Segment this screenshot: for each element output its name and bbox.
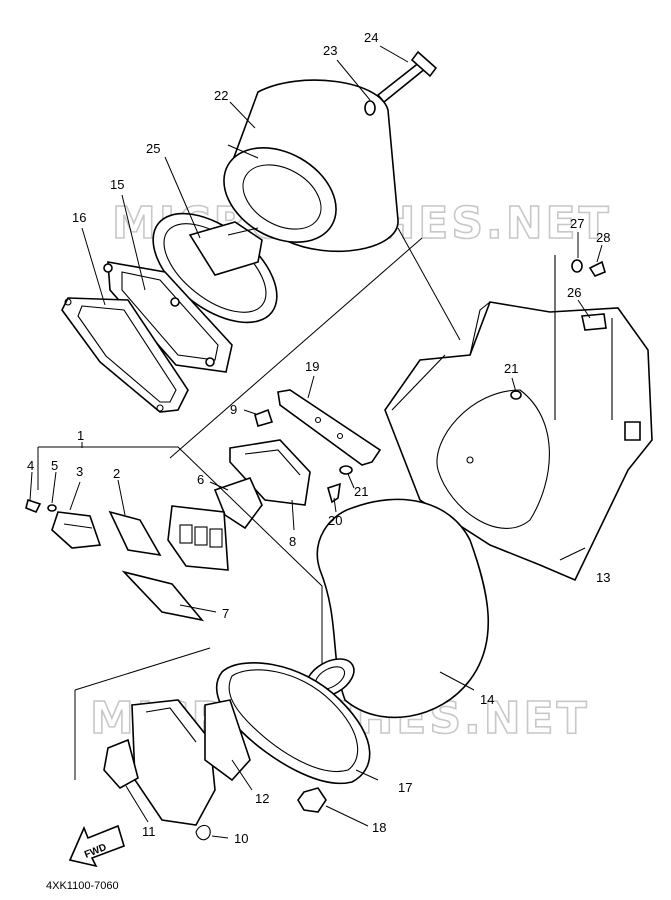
part-clip-20 xyxy=(327,482,341,504)
part-reed-valve xyxy=(25,498,229,622)
callout-16: 16 xyxy=(72,210,86,225)
part-bolt-9 xyxy=(254,408,274,427)
diagram-code: 4XK1100-7060 xyxy=(46,880,119,892)
callout-19: 19 xyxy=(305,359,319,374)
callout-18: 18 xyxy=(372,820,386,835)
callout-13: 13 xyxy=(596,570,610,585)
part-washer-21b xyxy=(510,390,522,400)
callout-22: 22 xyxy=(214,88,228,103)
callout-8: 8 xyxy=(289,534,296,549)
part-intake-boot xyxy=(305,498,490,719)
callout-10: 10 xyxy=(234,831,248,846)
part-joint xyxy=(213,439,311,530)
callout-24: 24 xyxy=(364,30,378,45)
callout-9: 9 xyxy=(230,402,237,417)
callout-20: 20 xyxy=(328,513,342,528)
callout-2: 2 xyxy=(113,466,120,481)
callout-21a: 21 xyxy=(354,484,368,499)
callout-7: 7 xyxy=(222,606,229,621)
part-air-filter xyxy=(223,79,399,253)
callout-15: 15 xyxy=(110,177,124,192)
callout-11: 11 xyxy=(142,824,156,839)
part-joint-plate xyxy=(103,261,233,373)
fwd-arrow-icon xyxy=(68,824,125,868)
callout-27: 27 xyxy=(570,216,584,231)
callout-23: 23 xyxy=(323,43,337,58)
callout-12: 12 xyxy=(255,791,269,806)
part-washer-21 xyxy=(339,465,353,475)
leader-carb-top xyxy=(74,647,211,691)
leader-lines xyxy=(29,45,603,839)
part-clip-10 xyxy=(195,824,211,841)
part-carburetor xyxy=(103,699,251,826)
part-air-box xyxy=(384,255,653,582)
part-bolt xyxy=(364,50,438,116)
callout-17: 17 xyxy=(398,780,412,795)
callout-3: 3 xyxy=(76,464,83,479)
part-plate xyxy=(277,389,382,466)
callout-5: 5 xyxy=(51,458,58,473)
callout-6: 6 xyxy=(197,472,204,487)
callout-26: 26 xyxy=(567,285,581,300)
part-filter-guide xyxy=(152,212,278,324)
part-fastener-group xyxy=(571,259,607,331)
callout-14: 14 xyxy=(480,692,494,707)
part-gasket xyxy=(61,297,189,413)
callout-1: 1 xyxy=(77,428,84,443)
part-nut xyxy=(297,787,327,813)
leader-reed-box xyxy=(38,446,323,680)
callout-4: 4 xyxy=(27,458,34,473)
callout-28: 28 xyxy=(596,230,610,245)
callout-21b: 21 xyxy=(504,361,518,376)
callout-labels: 1 2 3 4 5 6 7 8 9 10 11 12 13 14 15 16 1… xyxy=(27,30,610,846)
leader-box-top xyxy=(397,227,461,341)
callout-25: 25 xyxy=(146,141,160,156)
leader-filter-box xyxy=(169,237,423,459)
